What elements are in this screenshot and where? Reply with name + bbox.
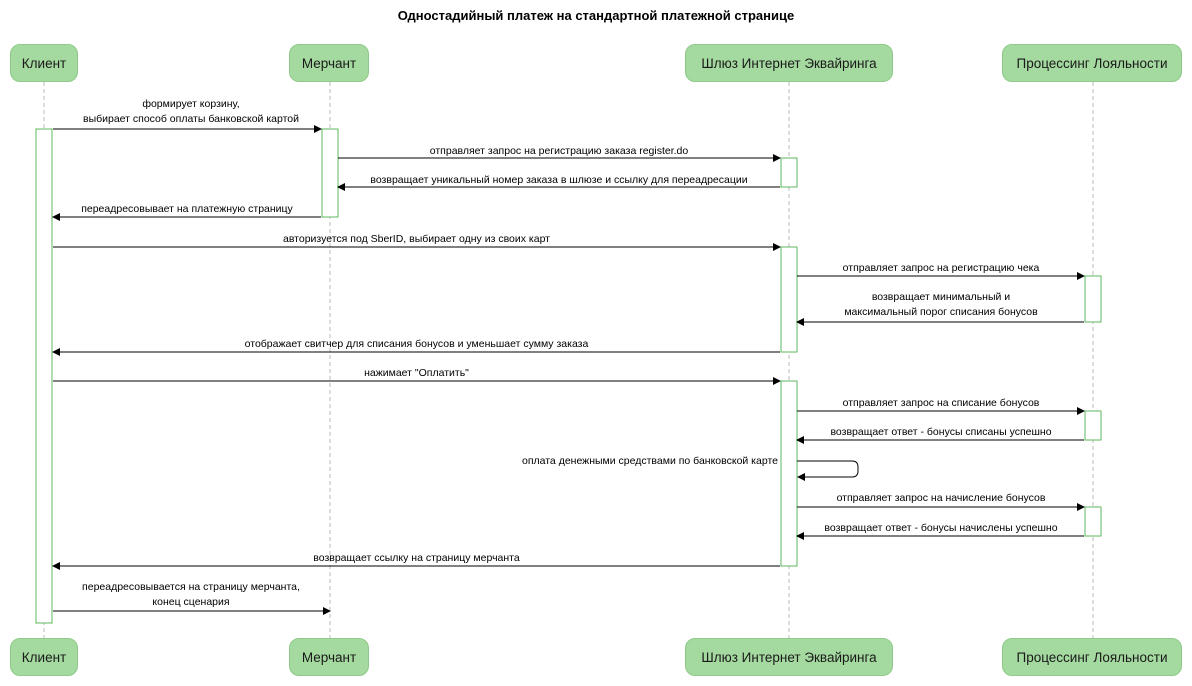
message-label-m9: нажимает "Оплатить" <box>364 367 469 379</box>
message-label-m12: оплата денежными средствами по банковско… <box>521 455 778 467</box>
message-label-m4: переадресовывает на платежную страницу <box>81 203 293 215</box>
arrow-m12-self-call <box>797 460 859 481</box>
activation-bars <box>35 128 1102 624</box>
activation-loyalty-1 <box>1084 275 1102 323</box>
message-label-m6: отправляет запрос на регистрацию чека <box>842 262 1040 274</box>
message-label-m1: формирует корзину,выбирает способ оплаты… <box>82 98 300 125</box>
message-label-m10: отправляет запрос на списание бонусов <box>842 397 1040 409</box>
message-label-m8: отображает свитчер для списания бонусов … <box>244 338 589 350</box>
message-label-m13: отправляет запрос на начисление бонусов <box>836 492 1046 504</box>
activation-loyalty-3 <box>1084 506 1102 537</box>
actor-client-top: Клиент <box>10 44 78 82</box>
message-label-m14: возвращает ответ - бонусы начислены успе… <box>824 522 1058 534</box>
message-label-m15: возвращает ссылку на страницу мерчанта <box>313 552 520 564</box>
message-label-m3: возвращает уникальный номер заказа в шлю… <box>370 174 748 186</box>
message-label-m5: авторизуется под SberID, выбирает одну и… <box>282 233 550 245</box>
actor-gateway-bottom: Шлюз Интернет Эквайринга <box>685 638 893 676</box>
activation-loyalty-2 <box>1084 410 1102 441</box>
activation-merchant <box>321 128 339 218</box>
message-label-m16: переадресовывается на страницу мерчанта,… <box>82 581 300 608</box>
activation-gateway-1 <box>780 157 798 188</box>
message-arrows <box>52 125 1085 615</box>
actor-client-bottom: Клиент <box>10 638 78 676</box>
diagram-title: Одностадийный платеж на стандартной плат… <box>397 8 795 23</box>
actor-loyalty-top: Процессинг Лояльности <box>1002 44 1182 82</box>
activation-client <box>35 128 53 624</box>
actor-merchant-bottom: Мерчант <box>289 638 369 676</box>
message-label-m11: возвращает ответ - бонусы списаны успешн… <box>830 426 1052 438</box>
activation-gateway-3 <box>780 380 798 567</box>
actor-merchant-top: Мерчант <box>289 44 369 82</box>
message-label-m2: отправляет запрос на регистрацию заказа … <box>429 145 689 157</box>
actor-loyalty-bottom: Процессинг Лояльности <box>1002 638 1182 676</box>
activation-gateway-2 <box>780 246 798 353</box>
actor-gateway-top: Шлюз Интернет Эквайринга <box>685 44 893 82</box>
